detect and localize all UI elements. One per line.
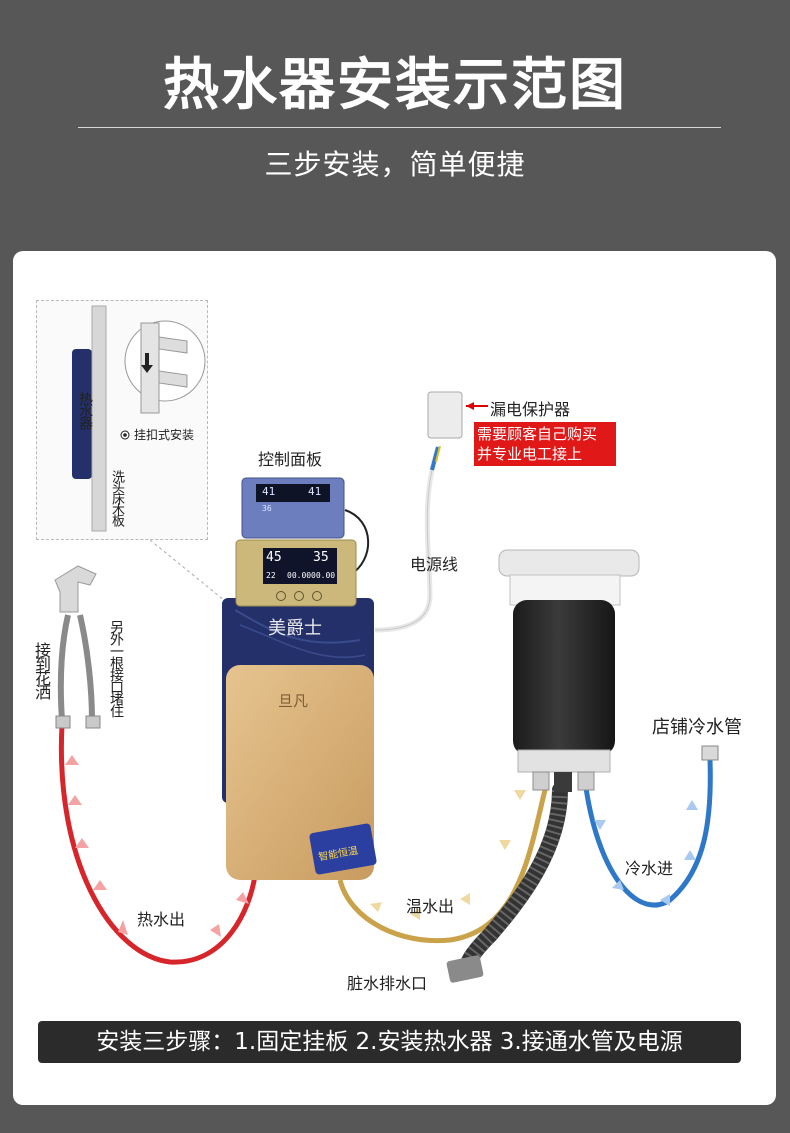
warm-flow-arrows — [370, 790, 526, 920]
leakage-protector-label: 漏电保护器 — [490, 400, 571, 419]
leakage-note-line2: 并专业电工接上 — [477, 445, 583, 463]
warm-out-label: 温水出 — [406, 897, 455, 916]
power-cord-label: 电源线 — [410, 555, 459, 574]
inset-connector-line — [149, 539, 231, 606]
page-subtitle: 三步安装，简单便捷 — [264, 148, 526, 181]
heater-front-panel — [226, 665, 374, 880]
to-shower-label: 接到花洒 — [32, 642, 51, 698]
heater-brand: 美爵士 — [268, 618, 322, 639]
hot-water-pipe — [58, 724, 258, 965]
hose-fitting — [55, 715, 71, 729]
inset-heater-label: 热水器 — [77, 392, 93, 428]
hot-out-label: 热水出 — [137, 910, 186, 929]
leakage-warning-note: 需要顾客自己购买 并专业电工接上 — [474, 422, 616, 466]
cold-in-label: 冷水进 — [625, 859, 674, 878]
panel-bottom-left-digits: 45 — [266, 550, 282, 565]
panel-top-left-digits: 41 — [262, 485, 276, 498]
cold-pipe-fitting — [701, 745, 719, 761]
hot-flow-arrows — [65, 755, 249, 937]
panel-brand: 旦凡 — [278, 692, 309, 710]
drain-hose — [457, 782, 568, 980]
cold-flow-arrows — [594, 800, 698, 906]
inset-board-label: 洗头床木板 — [109, 470, 124, 525]
page-title: 热水器安装示范图 — [163, 53, 627, 118]
drain-label: 脏水排水口 — [347, 974, 428, 993]
inset-mount-label: 挂扣式安装 — [134, 428, 195, 442]
control-panel-label: 控制面板 — [258, 450, 323, 469]
hose-fitting — [85, 715, 101, 729]
plugged-hose — [77, 614, 95, 721]
promo-sticker — [309, 823, 377, 875]
panel-top-right-digits: 41 — [308, 485, 322, 498]
shower-hose — [57, 614, 71, 721]
panel-top-small-digits: 36 — [262, 504, 272, 513]
panel-bottom-right-digits: 35 — [313, 550, 329, 565]
shop-cold-pipe-label: 店铺冷水管 — [652, 717, 742, 738]
panel-bottom-temp-digits: 22 — [266, 571, 276, 580]
leakage-note-line1: 需要顾客自己购买 — [477, 425, 598, 443]
title-divider — [78, 127, 721, 128]
mounting-illustration — [72, 305, 206, 532]
mounting-inset — [36, 300, 208, 540]
filter-body — [513, 600, 615, 755]
plug-other-label: 另外一根接口堵住 — [108, 620, 124, 716]
leakage-protector — [427, 391, 463, 439]
cold-water-pipe — [583, 759, 713, 908]
down-arrow-icon — [141, 353, 153, 373]
panel-cable — [344, 509, 370, 576]
panel-bottom-time1-digits: 00.00 — [287, 571, 312, 580]
warm-water-pipe — [337, 789, 548, 944]
filter-cap — [498, 549, 640, 577]
panel-bottom-time2-digits: 00.00 — [311, 571, 336, 580]
installation-steps-bar: 安装三步骤：1.固定挂板 2.安装热水器 3.接通水管及电源 — [38, 1021, 741, 1063]
drain-outlet — [446, 955, 484, 983]
shower-valve — [54, 565, 97, 613]
power-cord — [374, 447, 441, 633]
